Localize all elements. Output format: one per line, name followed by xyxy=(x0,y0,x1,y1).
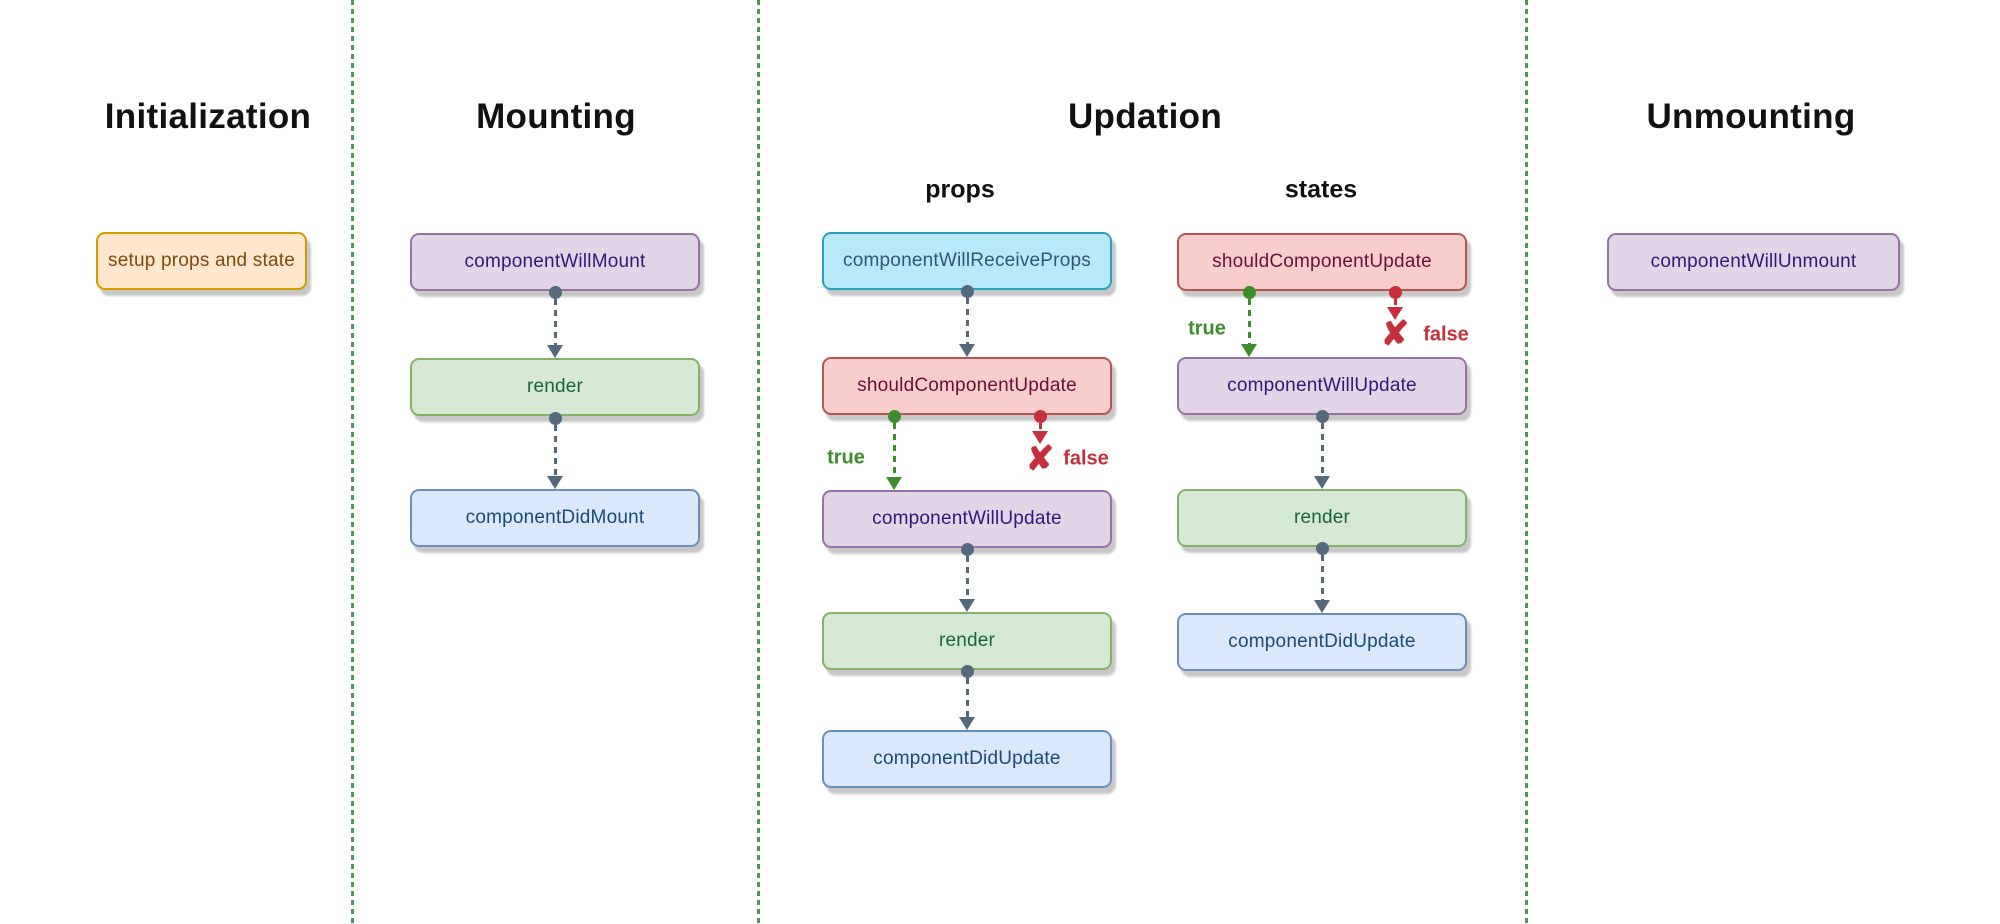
arrow-connector-willreceiveprops-to-shouldupdate xyxy=(958,285,976,357)
arrowhead-icon xyxy=(1032,431,1048,444)
arrowhead-icon xyxy=(1314,476,1330,489)
arrow-connector-render-to-didupdate-props xyxy=(958,665,976,730)
node-should-component-update-props: shouldComponentUpdate xyxy=(822,357,1112,415)
subheader-states: states xyxy=(1284,175,1358,204)
column-separator-3 xyxy=(1525,0,1528,924)
connector-dashed-line xyxy=(892,423,896,478)
connector-dashed-line xyxy=(1320,555,1324,601)
arrow-connector-willmount-to-render xyxy=(546,286,564,358)
node-component-will-receive-props: componentWillReceiveProps xyxy=(822,232,1112,290)
section-title-updation: Updation xyxy=(1067,97,1223,136)
connector-start-dot xyxy=(960,285,974,298)
node-render-props: render xyxy=(822,612,1112,670)
arrow-connector-render-to-didupdate-states xyxy=(1313,542,1331,613)
true-label-props: true xyxy=(827,446,865,469)
false-cross-icon: ✘ xyxy=(1025,440,1055,478)
true-branch-arrow-states xyxy=(1240,286,1258,357)
section-title-unmounting: Unmounting xyxy=(1646,97,1856,136)
node-component-did-mount: componentDidMount xyxy=(410,489,700,547)
arrow-connector-willupdate-to-render-props xyxy=(958,543,976,612)
arrowhead-icon xyxy=(547,345,563,358)
connector-start-dot xyxy=(960,665,974,678)
false-label-props: false xyxy=(1063,447,1109,470)
false-branch-arrow-props xyxy=(1031,410,1049,444)
node-render-mounting: render xyxy=(410,358,700,416)
node-component-will-update-props: componentWillUpdate xyxy=(822,490,1112,548)
node-render-states: render xyxy=(1177,489,1467,547)
arrowhead-icon xyxy=(959,717,975,730)
arrowhead-icon xyxy=(1387,307,1403,320)
connector-dashed-line xyxy=(1393,299,1397,308)
connector-start-dot xyxy=(1033,410,1047,423)
node-component-will-update-states: componentWillUpdate xyxy=(1177,357,1467,415)
column-separator-2 xyxy=(757,0,760,924)
false-label-states: false xyxy=(1423,323,1469,346)
connector-start-dot xyxy=(548,286,562,299)
connector-dashed-line xyxy=(965,298,969,345)
arrow-connector-willupdate-to-render-states xyxy=(1313,410,1331,489)
arrowhead-icon xyxy=(1241,344,1257,357)
connector-start-dot xyxy=(960,543,974,556)
section-title-initialization: Initialization xyxy=(104,97,312,136)
column-separator-1 xyxy=(351,0,354,924)
connector-start-dot xyxy=(548,412,562,425)
section-title-mounting: Mounting xyxy=(476,97,636,136)
connector-dashed-line xyxy=(965,556,969,600)
arrowhead-icon xyxy=(959,599,975,612)
arrow-connector-render-to-didmount xyxy=(546,412,564,489)
true-branch-arrow-props xyxy=(885,410,903,490)
node-component-did-update-states: componentDidUpdate xyxy=(1177,613,1467,671)
connector-start-dot xyxy=(1315,542,1329,555)
node-component-will-mount: componentWillMount xyxy=(410,233,700,291)
connector-start-dot xyxy=(1242,286,1256,299)
arrowhead-icon xyxy=(547,476,563,489)
node-should-component-update-states: shouldComponentUpdate xyxy=(1177,233,1467,291)
arrowhead-icon xyxy=(1314,600,1330,613)
subheader-props: props xyxy=(925,175,995,204)
node-setup-props-and-state: setup props and state xyxy=(96,232,307,290)
node-component-will-unmount: componentWillUnmount xyxy=(1607,233,1900,291)
connector-dashed-line xyxy=(965,678,969,718)
true-label-states: true xyxy=(1188,317,1226,340)
node-component-did-update-props: componentDidUpdate xyxy=(822,730,1112,788)
connector-start-dot xyxy=(887,410,901,423)
connector-start-dot xyxy=(1315,410,1329,423)
false-cross-icon: ✘ xyxy=(1380,315,1410,353)
connector-dashed-line xyxy=(1038,423,1042,432)
connector-dashed-line xyxy=(553,425,557,477)
connector-dashed-line xyxy=(1320,423,1324,477)
connector-dashed-line xyxy=(1247,299,1251,345)
connector-start-dot xyxy=(1388,286,1402,299)
false-branch-arrow-states xyxy=(1386,286,1404,320)
arrowhead-icon xyxy=(886,477,902,490)
arrowhead-icon xyxy=(959,344,975,357)
connector-dashed-line xyxy=(553,299,557,346)
